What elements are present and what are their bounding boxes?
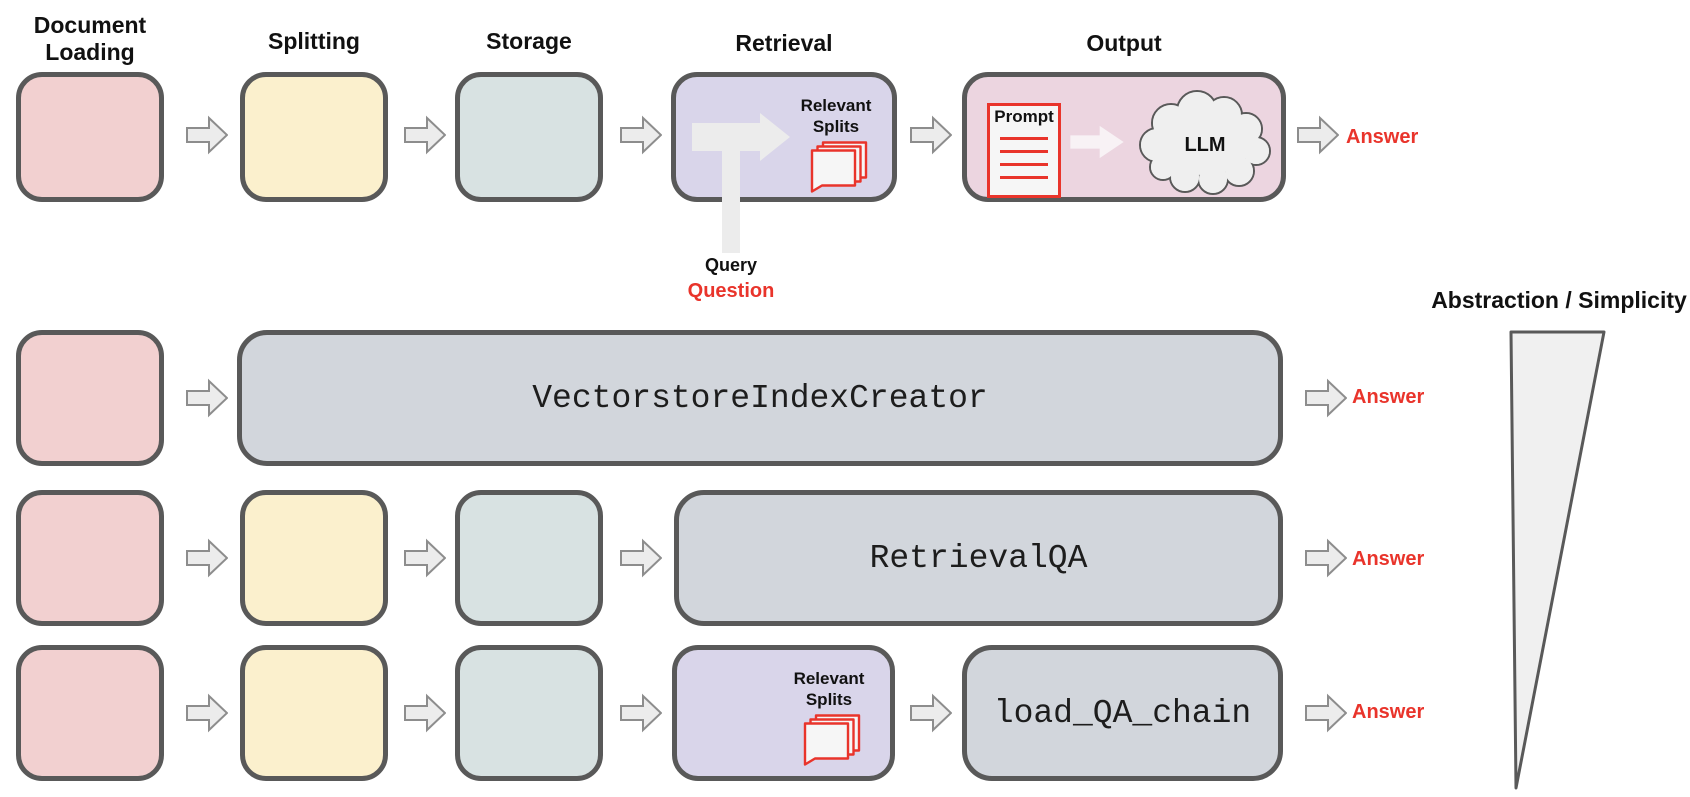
flow-arrow-icon [186, 378, 228, 418]
flow-arrow-icon [1305, 378, 1347, 418]
answer-label-row2: Answer [1352, 386, 1425, 408]
flow-arrow-icon [620, 538, 662, 578]
label-splitting: Splitting [268, 28, 360, 54]
label-retrieval: Retrieval [735, 30, 833, 56]
abstraction-wedge-icon [1509, 330, 1606, 790]
prompt-text-line [1000, 163, 1048, 166]
output-box: Prompt LLM [962, 72, 1286, 202]
flow-arrow-icon [910, 115, 952, 155]
document-loading-box [16, 330, 164, 466]
label-storage: Storage [486, 28, 572, 54]
flow-arrow-icon [404, 693, 446, 733]
answer-label-row4: Answer [1352, 701, 1425, 723]
flow-arrow-icon [910, 693, 952, 733]
splitting-box [240, 72, 388, 202]
retrieval-flow-arrow-icon [692, 113, 790, 161]
prompt-label: Prompt [994, 107, 1054, 126]
flow-arrow-icon [186, 693, 228, 733]
prompt-text-line [1000, 137, 1048, 140]
prompt-document-icon: Prompt [987, 103, 1061, 198]
relevant-splits-label: Relevant Splits [800, 96, 872, 136]
relevant-splits-box: Relevant Splits [672, 645, 895, 781]
splitting-box [240, 645, 388, 781]
retrieval-qa-box: RetrievalQA [674, 490, 1283, 626]
relevant-splits-docs-icon [808, 141, 870, 193]
flow-arrow-icon [404, 538, 446, 578]
prompt-to-llm-arrow-icon [1069, 123, 1125, 161]
flow-arrow-icon [620, 115, 662, 155]
label-output: Output [1086, 30, 1162, 56]
vectorstore-index-creator-box: VectorstoreIndexCreator [237, 330, 1283, 466]
flow-arrow-icon [186, 115, 228, 155]
prompt-text-line [1000, 150, 1048, 153]
flow-arrow-icon [1305, 693, 1347, 733]
flow-arrow-icon [620, 693, 662, 733]
flow-arrow-icon [186, 538, 228, 578]
storage-box [455, 490, 603, 626]
abstraction-simplicity-label: Abstraction / Simplicity [1431, 287, 1687, 313]
document-loading-box [16, 72, 164, 202]
vectorstore-index-creator-code: VectorstoreIndexCreator [532, 379, 988, 417]
query-label: Query [704, 255, 758, 275]
llm-cloud-icon: LLM [1139, 90, 1271, 195]
document-loading-box [16, 490, 164, 626]
prompt-text-line [1000, 176, 1048, 179]
flow-arrow-icon [404, 115, 446, 155]
label-document-loading: Document Loading [33, 12, 147, 65]
load-qa-chain-box: load_QA_chain [962, 645, 1283, 781]
relevant-splits-docs-icon [801, 714, 863, 766]
answer-label-row3: Answer [1352, 548, 1425, 570]
query-stem-connector [722, 145, 740, 253]
question-label: Question [687, 280, 775, 302]
retrieval-box: Relevant Splits [671, 72, 897, 202]
answer-label-top: Answer [1346, 126, 1419, 148]
llm-label: LLM [1184, 134, 1225, 156]
retrieval-qa-code: RetrievalQA [869, 539, 1088, 577]
relevant-splits-label: Relevant Splits [793, 669, 865, 709]
splitting-box [240, 490, 388, 626]
load-qa-chain-code: load_QA_chain [993, 694, 1252, 732]
storage-box [455, 645, 603, 781]
flow-arrow-icon [1305, 538, 1347, 578]
storage-box [455, 72, 603, 202]
document-loading-box [16, 645, 164, 781]
flow-arrow-icon [1297, 115, 1339, 155]
